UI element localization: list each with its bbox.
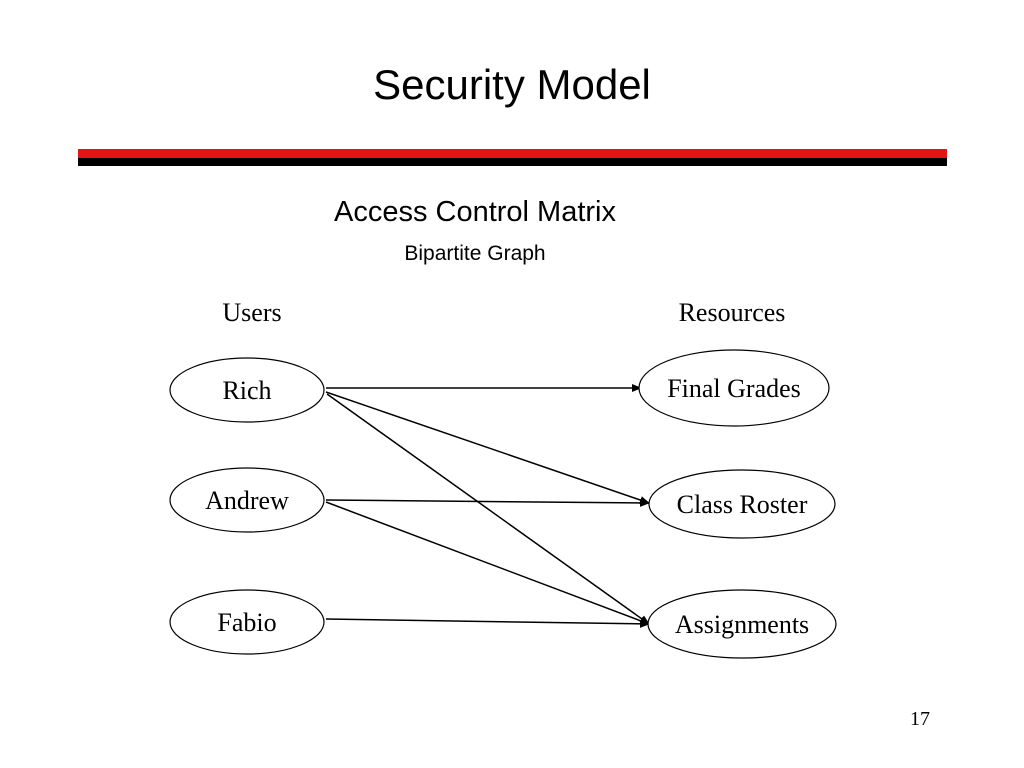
resource-node-ellipse [638, 349, 830, 427]
user-node-rich: Rich [169, 357, 325, 423]
user-node-andrew: Andrew [169, 467, 325, 533]
user-node-fabio: Fabio [169, 589, 325, 655]
resource-node-ellipse [647, 589, 837, 659]
edge-andrew-to-class-roster [325, 498, 650, 507]
edge-rich-to-assignments [326, 393, 650, 625]
resource-node-label: Assignments [675, 610, 809, 639]
slide-title: Security Model [373, 61, 651, 108]
page-number: 17 [910, 708, 930, 730]
edge-fabio-to-assignments [325, 618, 650, 628]
resource-node-final-grades: Final Grades [638, 349, 830, 427]
user-node-ellipse [169, 589, 325, 655]
user-node-ellipse [169, 467, 325, 533]
title-divider-black [78, 158, 947, 166]
edge-andrew-to-assignments [325, 501, 650, 625]
user-node-label: Andrew [205, 486, 289, 515]
resources-header: Resources [678, 298, 786, 327]
user-node-label: Rich [222, 376, 271, 405]
edge-rich-to-class-roster [325, 391, 650, 504]
resource-node-class-roster: Class Roster [648, 469, 836, 539]
edges-layer [325, 384, 650, 628]
slide-subsubtitle: Bipartite Graph [404, 242, 546, 265]
slide-subtitle: Access Control Matrix [333, 196, 616, 228]
resource-node-label: Class Roster [677, 490, 808, 519]
user-node-label: Fabio [217, 608, 276, 637]
resource-node-label: Final Grades [667, 374, 801, 403]
title-divider-red [78, 149, 947, 158]
users-header: Users [222, 298, 282, 327]
resource-node-assignments: Assignments [647, 589, 837, 659]
user-node-ellipse [169, 357, 325, 423]
resource-node-ellipse [648, 469, 836, 539]
